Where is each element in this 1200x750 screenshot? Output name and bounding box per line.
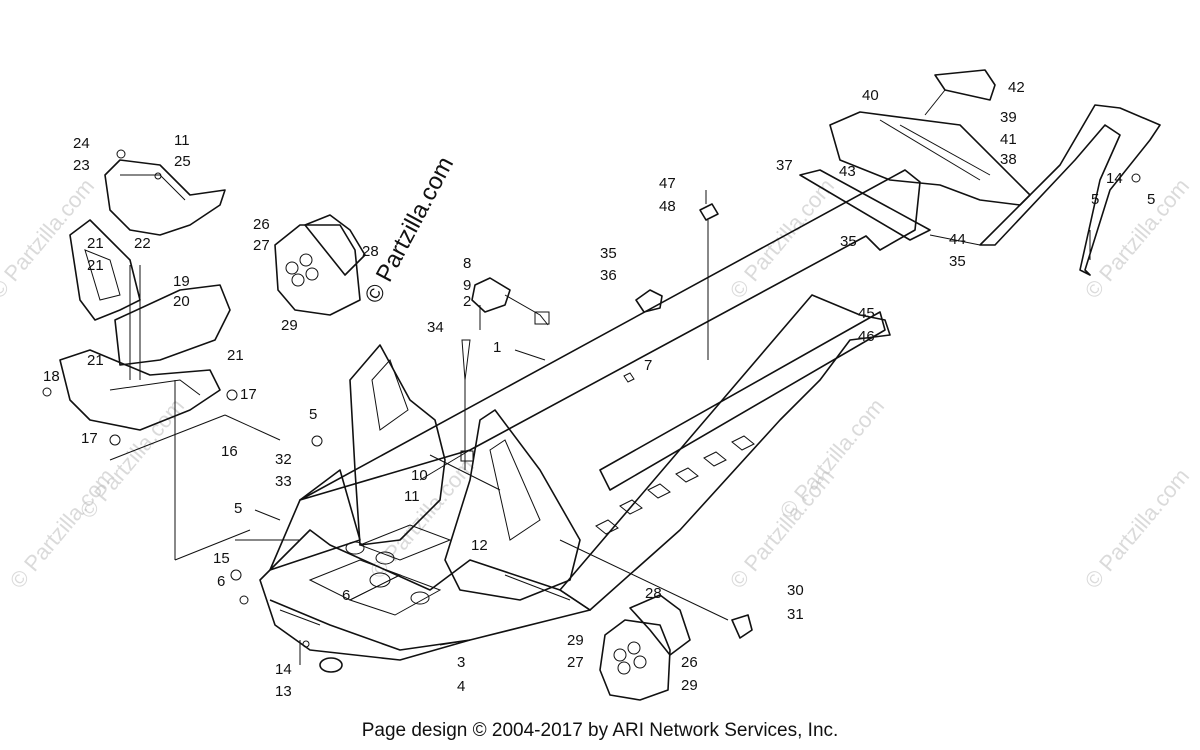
callout-label: 35 bbox=[840, 233, 857, 250]
callout-label: 9 bbox=[463, 277, 471, 294]
callout-label: 15 bbox=[213, 550, 230, 567]
callout-label: 35 bbox=[600, 245, 617, 262]
callout-label: 24 bbox=[73, 135, 90, 152]
callout-label: 6 bbox=[217, 573, 225, 590]
watermark-group: © Partzilla.com © Partzilla.com © Partzi… bbox=[0, 174, 1194, 594]
callout-label: 6 bbox=[342, 587, 350, 604]
callout-label: 36 bbox=[600, 267, 617, 284]
callout-label: 17 bbox=[240, 386, 257, 403]
callout-label: 44 bbox=[949, 231, 966, 248]
callout-label: 8 bbox=[463, 255, 471, 272]
callout-labels: 1 2 3 4 5 5 5 5 6 6 7 8 9 10 11 11 12 13… bbox=[43, 79, 1155, 700]
rear-assembly bbox=[799, 69, 1161, 276]
callout-label: 22 bbox=[134, 235, 151, 252]
page-footer: Page design © 2004-2017 by ARI Network S… bbox=[361, 720, 839, 741]
callout-label: 21 bbox=[87, 352, 104, 369]
callout-label: 5 bbox=[1147, 191, 1155, 208]
small-parts bbox=[42, 149, 1141, 673]
callout-label: 5 bbox=[309, 406, 317, 423]
callout-label: 46 bbox=[858, 328, 875, 345]
knee-pad-lower bbox=[599, 594, 691, 701]
callout-label: 28 bbox=[362, 243, 379, 260]
callout-label: 29 bbox=[681, 677, 698, 694]
callout-label: 42 bbox=[1008, 79, 1025, 96]
callout-label: 26 bbox=[253, 216, 270, 233]
watermark-text: © Partzilla.com bbox=[725, 174, 839, 304]
chassis-frame bbox=[259, 169, 921, 661]
callout-label: 23 bbox=[73, 157, 90, 174]
callout-label: 39 bbox=[1000, 109, 1017, 126]
callout-label: 1 bbox=[493, 339, 501, 356]
callout-label: 41 bbox=[1000, 131, 1017, 148]
callout-label: 11 bbox=[174, 132, 190, 149]
watermark-main: © Partzilla.com bbox=[359, 152, 459, 307]
callout-label: 27 bbox=[253, 237, 270, 254]
callout-label: 14 bbox=[275, 661, 292, 678]
callout-label: 14 bbox=[1106, 170, 1123, 187]
knee-pad-upper bbox=[274, 214, 366, 316]
callout-label: 31 bbox=[787, 606, 804, 623]
callout-label: 12 bbox=[471, 537, 488, 554]
callout-label: 18 bbox=[43, 368, 60, 385]
watermark-text: © Partzilla.com bbox=[0, 174, 99, 304]
callout-label: 16 bbox=[221, 443, 238, 460]
callout-label: 26 bbox=[681, 654, 698, 671]
callout-label: 47 bbox=[659, 175, 676, 192]
watermark-text: © Partzilla.com bbox=[775, 394, 889, 524]
callout-label: 37 bbox=[776, 157, 793, 174]
callout-label: 48 bbox=[659, 198, 676, 215]
callout-label: 13 bbox=[275, 683, 292, 700]
callout-label: 5 bbox=[234, 500, 242, 517]
callout-label: 33 bbox=[275, 473, 292, 490]
callout-label: 38 bbox=[1000, 151, 1017, 168]
callout-label: 2 bbox=[463, 293, 471, 310]
callout-label: 28 bbox=[645, 585, 662, 602]
callout-label: 35 bbox=[949, 253, 966, 270]
callout-label: 30 bbox=[787, 582, 804, 599]
callout-label: 21 bbox=[87, 235, 104, 252]
callout-label: 17 bbox=[81, 430, 98, 447]
callout-label: 43 bbox=[839, 163, 856, 180]
front-left-assembly bbox=[59, 159, 281, 561]
callout-label: 21 bbox=[87, 257, 104, 274]
callout-label: 10 bbox=[411, 467, 428, 484]
callout-label: 34 bbox=[427, 319, 444, 336]
callout-label: 5 bbox=[1091, 191, 1099, 208]
callout-label: 11 bbox=[404, 488, 420, 505]
callout-label: 4 bbox=[457, 678, 465, 695]
callout-label: 32 bbox=[275, 451, 292, 468]
callout-label: 45 bbox=[858, 305, 875, 322]
callout-label: 27 bbox=[567, 654, 584, 671]
callout-label: 40 bbox=[862, 87, 879, 104]
callout-label: 19 bbox=[173, 273, 190, 290]
callout-label: 7 bbox=[644, 357, 652, 374]
callout-label: 29 bbox=[567, 632, 584, 649]
watermark-text: © Partzilla.com bbox=[75, 394, 189, 524]
callout-label: 25 bbox=[174, 153, 191, 170]
callout-label: 29 bbox=[281, 317, 298, 334]
watermark-text: © Partzilla.com bbox=[1080, 464, 1194, 594]
callout-label: 21 bbox=[227, 347, 244, 364]
callout-label: 3 bbox=[457, 654, 465, 671]
callout-label: 20 bbox=[173, 293, 190, 310]
